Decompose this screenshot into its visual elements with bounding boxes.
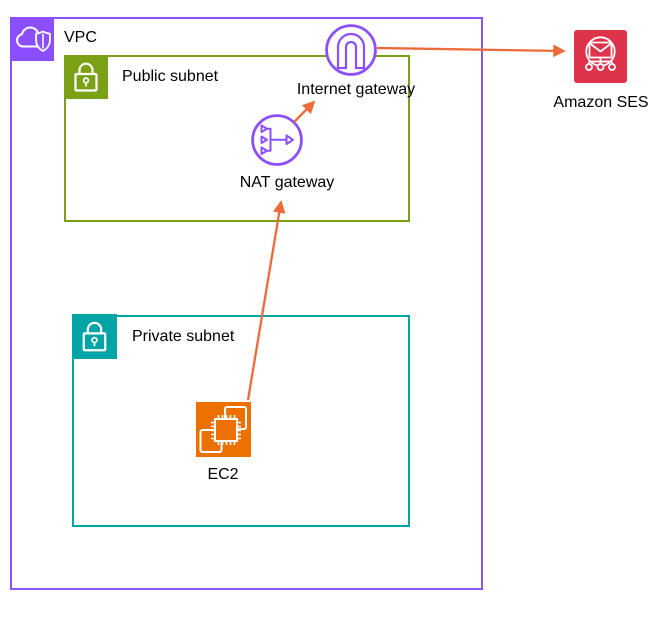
nat-gateway-icon bbox=[249, 112, 305, 173]
internet-gateway-label: Internet gateway bbox=[296, 81, 416, 98]
private-subnet-box bbox=[72, 315, 410, 527]
internet-gateway-icon bbox=[323, 22, 379, 83]
amazon-ses-label: Amazon SES bbox=[553, 94, 649, 111]
private-subnet-lock-icon bbox=[72, 314, 117, 364]
public-subnet-lock-icon bbox=[64, 55, 108, 104]
ec2-label: EC2 bbox=[207, 466, 239, 483]
public-subnet-box bbox=[64, 55, 410, 222]
ec2-chip-icon bbox=[196, 402, 251, 462]
nat-gateway-label: NAT gateway bbox=[239, 174, 335, 191]
vpc-group-box bbox=[10, 17, 483, 590]
public-subnet-label: Public subnet bbox=[122, 68, 219, 85]
private-subnet-label: Private subnet bbox=[132, 328, 235, 345]
vpc-label: VPC bbox=[64, 29, 97, 46]
vpc-cloud-shield-icon bbox=[10, 17, 54, 66]
ses-email-icon bbox=[574, 30, 627, 88]
